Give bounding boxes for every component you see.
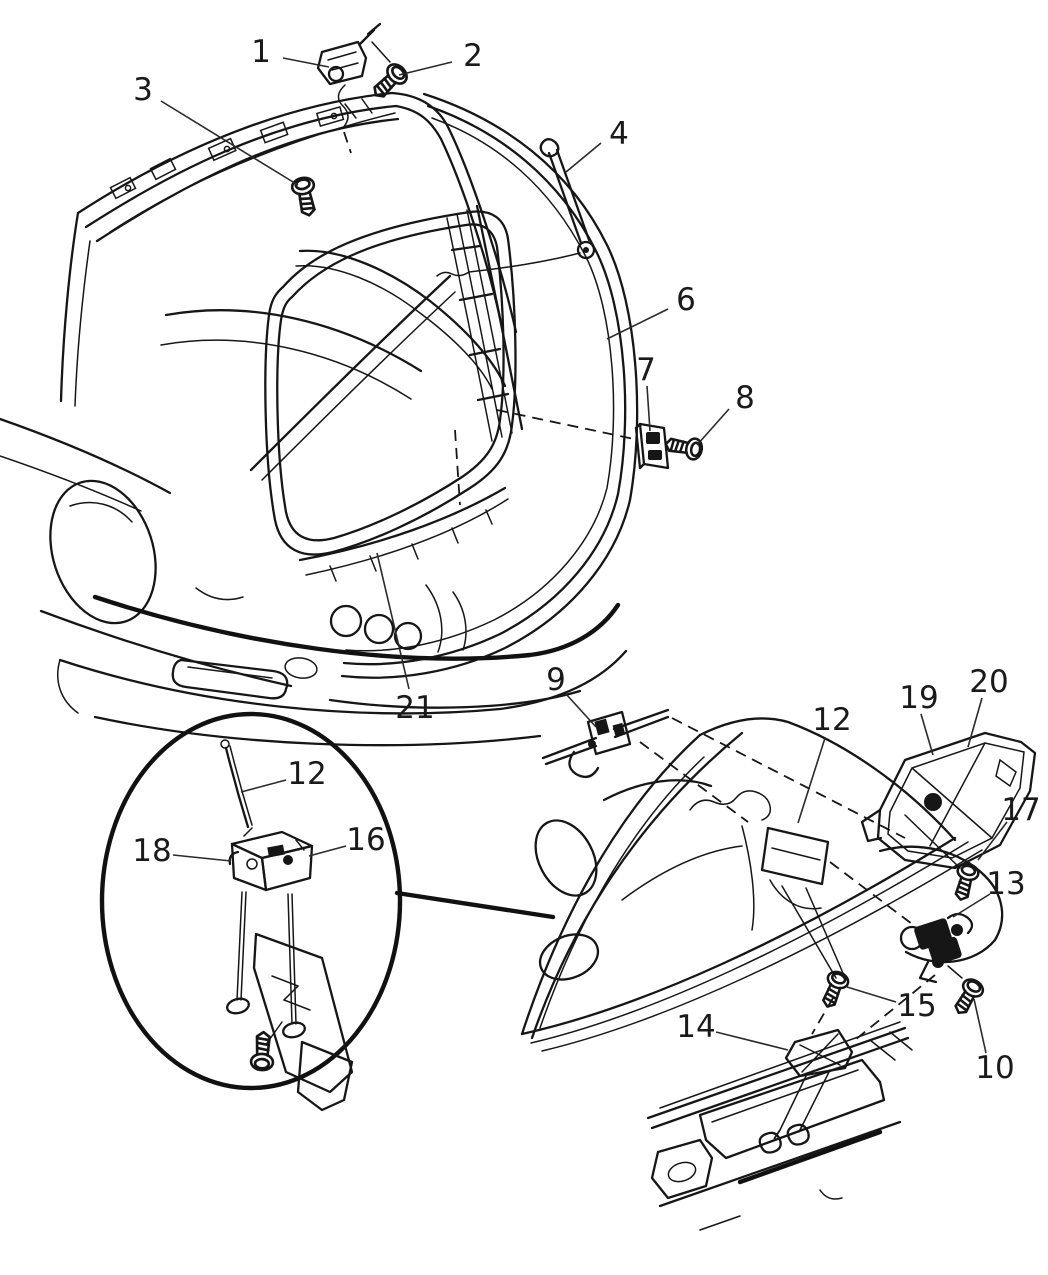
gas-prop-strut bbox=[539, 138, 596, 260]
screw-part-10 bbox=[948, 974, 988, 1020]
liftgate-inner-panel bbox=[520, 717, 1004, 1052]
hinge-part-9 bbox=[541, 708, 906, 839]
leader-line-13 bbox=[952, 893, 991, 918]
callout-label-3[interactable]: 3 bbox=[133, 72, 153, 108]
leader-line-18 bbox=[172, 854, 232, 862]
callout-label-7[interactable]: 7 bbox=[636, 352, 656, 388]
callout-label-14[interactable]: 14 bbox=[676, 1009, 715, 1045]
leader-line-1 bbox=[282, 57, 330, 68]
leader-line-7 bbox=[646, 385, 651, 432]
handle-bracket-19-20 bbox=[860, 731, 1037, 870]
leader-line-14 bbox=[715, 1031, 789, 1051]
leader-line-2 bbox=[398, 61, 453, 76]
rear-bumper bbox=[57, 584, 628, 747]
upper-striker-assembly bbox=[316, 22, 391, 154]
leader-line-17 bbox=[977, 821, 1008, 861]
latch-part-13 bbox=[899, 912, 974, 984]
roof-reinforcement-plates bbox=[109, 98, 373, 200]
callout-label-1[interactable]: 1 bbox=[251, 34, 271, 70]
leader-line-20 bbox=[967, 697, 983, 748]
interior-detail bbox=[160, 249, 507, 601]
leader-line-10 bbox=[973, 998, 987, 1054]
leader-line-6 bbox=[606, 308, 669, 340]
callout-label-9[interactable]: 9 bbox=[546, 662, 566, 698]
leader-line-16 bbox=[308, 845, 347, 857]
callout-label-13[interactable]: 13 bbox=[986, 866, 1025, 902]
callout-label-20[interactable]: 20 bbox=[969, 664, 1008, 700]
leader-line-12a bbox=[240, 779, 287, 793]
pillar-band bbox=[446, 204, 524, 442]
screw-part-15 bbox=[816, 967, 852, 1012]
leader-line-15 bbox=[846, 986, 897, 1003]
leader-line-21 bbox=[376, 552, 410, 690]
callout-label-2[interactable]: 2 bbox=[463, 38, 483, 74]
screw-part-8 bbox=[662, 432, 705, 462]
callout-label-10[interactable]: 10 bbox=[975, 1050, 1014, 1086]
screw-detail-view bbox=[249, 1030, 276, 1072]
sill-section bbox=[646, 1021, 913, 1231]
callout-label-4[interactable]: 4 bbox=[609, 116, 629, 152]
screw-part-3 bbox=[289, 174, 322, 219]
striker-part-14 bbox=[773, 1028, 854, 1140]
callout-label-12b[interactable]: 12 bbox=[812, 702, 851, 738]
bumper-guide-part-7 bbox=[496, 409, 670, 470]
callout-label-15[interactable]: 15 bbox=[897, 988, 936, 1024]
callout-label-21[interactable]: 21 bbox=[395, 690, 434, 726]
detail-ellipse-view bbox=[99, 711, 556, 1112]
vehicle-rear-view bbox=[0, 91, 628, 747]
callout-label-16[interactable]: 16 bbox=[346, 822, 385, 858]
leader-line-8 bbox=[696, 408, 730, 446]
stud-projection-line bbox=[811, 997, 834, 1035]
screw-part-2 bbox=[366, 59, 412, 105]
callout-label-12a[interactable]: 12 bbox=[287, 756, 326, 792]
callout-label-6[interactable]: 6 bbox=[676, 282, 696, 318]
leader-line-12b bbox=[797, 737, 826, 824]
callout-label-8[interactable]: 8 bbox=[735, 380, 755, 416]
leader-line-9 bbox=[565, 693, 597, 728]
leader-line-19 bbox=[920, 713, 934, 756]
callout-label-18[interactable]: 18 bbox=[132, 833, 171, 869]
latch-unit-16-18 bbox=[228, 827, 314, 892]
leader-line-4 bbox=[565, 142, 602, 173]
leader-line-3 bbox=[160, 100, 299, 186]
weatherstrip-seal bbox=[340, 92, 639, 679]
callout-label-17[interactable]: 17 bbox=[1001, 792, 1040, 828]
left-quarter-panel bbox=[0, 211, 293, 688]
callout-label-19[interactable]: 19 bbox=[899, 680, 938, 716]
